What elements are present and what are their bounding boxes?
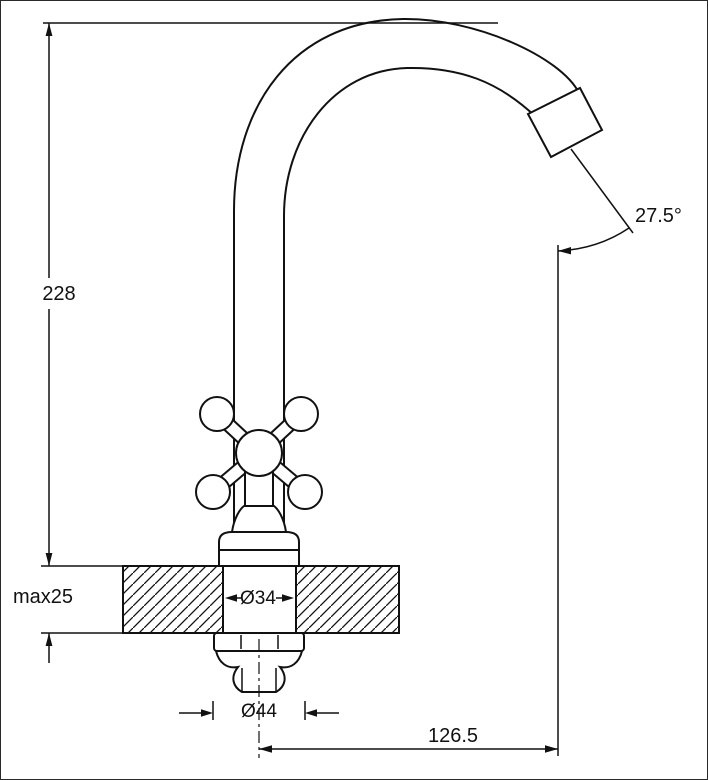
dim-angle-label: 27.5° xyxy=(635,205,682,227)
dimension-thickness: max25 xyxy=(13,565,123,663)
valve-bonnet xyxy=(230,505,288,533)
dim-reach-label: 126.5 xyxy=(428,725,478,747)
dimension-spout-reach: 126.5 xyxy=(259,245,559,756)
countertop-left xyxy=(122,565,224,634)
spout-nozzle xyxy=(526,86,604,159)
countertop-section xyxy=(122,565,400,634)
dim-base-label: Ø44 xyxy=(241,701,277,722)
handle-ball-bottom-left xyxy=(195,474,231,510)
dimension-base-diameter: Ø44 xyxy=(179,701,339,722)
dimension-spout-angle: 27.5° xyxy=(557,148,682,255)
handle-boss xyxy=(235,429,283,477)
dim-shank-label: Ø34 xyxy=(240,588,276,609)
faucet-body xyxy=(218,505,300,567)
dimension-height: 228 xyxy=(42,22,498,566)
countertop-right xyxy=(295,565,400,634)
dimension-shank-diameter: Ø34 xyxy=(225,588,294,609)
cross-handle xyxy=(195,396,323,510)
dim-height-label: 228 xyxy=(42,283,75,305)
body-flange xyxy=(218,531,300,551)
handle-ball-top-right xyxy=(283,396,319,432)
handle-ball-bottom-right xyxy=(287,474,323,510)
base-block xyxy=(218,549,300,567)
dim-thickness-label: max25 xyxy=(13,586,73,608)
handle-ball-top-left xyxy=(199,396,235,432)
